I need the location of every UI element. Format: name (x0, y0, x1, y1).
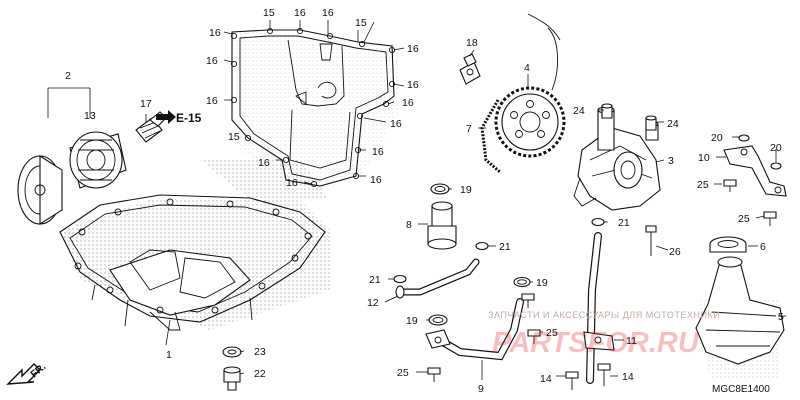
oil-filter-element (17, 154, 63, 226)
callout-16-d: 16 (206, 55, 218, 67)
callout-16-j: 16 (390, 118, 402, 130)
callout-25-a: 25 (697, 179, 709, 191)
callout-4: 4 (524, 62, 530, 74)
o-ring-19-lower (428, 314, 448, 326)
callout-8: 8 (406, 219, 412, 231)
watermark-brand: PARTSFOR.RU (492, 327, 700, 359)
reference-arrow-icon (156, 110, 176, 124)
o-ring-20-a (738, 134, 750, 142)
reference-label: E-15 (176, 111, 202, 125)
callout-16-l: 16 (407, 79, 419, 91)
callout-19-a: 19 (460, 184, 472, 196)
leader-lines (47, 20, 786, 380)
callout-16-h: 16 (370, 174, 382, 186)
o-ring-21-a (475, 241, 489, 251)
callout-16-f: 16 (258, 157, 270, 169)
callout-24-a: 24 (573, 105, 585, 117)
callout-21-c: 21 (618, 217, 630, 229)
pipe-stay (723, 145, 787, 197)
diagram-code: MGC8E1400 (712, 384, 770, 395)
o-ring-19-mid (513, 276, 531, 288)
callout-2: 2 (65, 70, 71, 82)
bolt-25-b (763, 211, 777, 226)
o-ring-20-b (770, 162, 782, 170)
oil-pump-assembly (573, 106, 661, 211)
callout-16-a: 16 (294, 7, 306, 19)
oil-pump-sprocket (494, 86, 566, 158)
callout-16-k: 16 (402, 97, 414, 109)
callout-23: 23 (254, 346, 266, 358)
callout-15-a: 15 (263, 7, 275, 19)
callout-19-b: 19 (536, 277, 548, 289)
callout-5: 5 (778, 311, 784, 323)
bolt-14-a (565, 371, 579, 390)
callout-18: 18 (466, 37, 478, 49)
callout-17: 17 (140, 98, 152, 110)
drain-washer (222, 346, 242, 358)
callout-12: 12 (367, 297, 379, 309)
callout-16-i: 16 (372, 146, 384, 158)
callout-16-c: 16 (209, 27, 221, 39)
callout-3: 3 (668, 155, 674, 167)
oil-pipe-c (583, 232, 615, 384)
o-ring-21-c (591, 217, 605, 227)
bolt-25-a (723, 179, 737, 192)
oil-pipe-a (395, 258, 480, 299)
callout-16-g: 16 (286, 177, 298, 189)
callout-1: 1 (166, 349, 172, 361)
callout-10: 10 (698, 152, 710, 164)
callout-21-b: 21 (369, 274, 381, 286)
callout-13: 13 (84, 110, 96, 122)
front-direction-arrow-icon (6, 363, 41, 385)
callout-11: 11 (626, 335, 637, 347)
callout-7: 7 (466, 123, 472, 135)
oil-pipe-b (425, 298, 524, 361)
bolt-24-b (645, 115, 657, 131)
callout-25-c: 25 (546, 327, 558, 339)
bolt-25-c (521, 293, 535, 308)
callout-15-c: 15 (228, 131, 240, 143)
oil-jet-plug (427, 201, 457, 250)
oil-temp-sensor (459, 53, 481, 85)
bolt-26 (645, 225, 657, 256)
oil-strainer (695, 256, 785, 380)
callout-19-c: 19 (406, 315, 418, 327)
oil-pan-gasket (230, 27, 400, 188)
oil-pump-drive-chain (480, 13, 561, 174)
oil-filter-cartridge (69, 131, 127, 189)
watermark-caption: ЗАПЧАСТИ И АКСЕССУАРЫ ДЛЯ МОТОТЕХНИКИ (488, 310, 720, 320)
o-ring-21-b (393, 274, 407, 284)
callout-numbers: 1 2 13 17 15 16 16 15 16 16 16 15 16 16 … (65, 7, 784, 395)
callout-14-b: 14 (622, 371, 634, 383)
callout-20-a: 20 (711, 132, 723, 144)
callout-25-d: 25 (397, 367, 409, 379)
drain-bolt (223, 366, 241, 391)
callout-16-b: 16 (322, 7, 334, 19)
callout-16-m: 16 (407, 43, 419, 55)
callout-20-b: 20 (770, 142, 782, 154)
o-ring-19-upper (430, 183, 450, 195)
callout-21-a: 21 (499, 241, 511, 253)
callout-24-b: 24 (667, 118, 679, 130)
bolt-25-d (427, 367, 441, 382)
bolt-25-e (527, 329, 541, 344)
callout-15-b: 15 (355, 17, 367, 29)
callout-26: 26 (669, 246, 681, 258)
callout-14-a: 14 (540, 373, 552, 385)
callout-25-b: 25 (738, 213, 750, 225)
strainer-seal (709, 236, 747, 253)
bolt-14-b (597, 363, 611, 386)
callout-16-e: 16 (206, 95, 218, 107)
callout-6: 6 (760, 241, 766, 253)
callout-22: 22 (254, 368, 266, 380)
bolt-24-a (601, 103, 613, 119)
callout-9: 9 (478, 383, 484, 395)
